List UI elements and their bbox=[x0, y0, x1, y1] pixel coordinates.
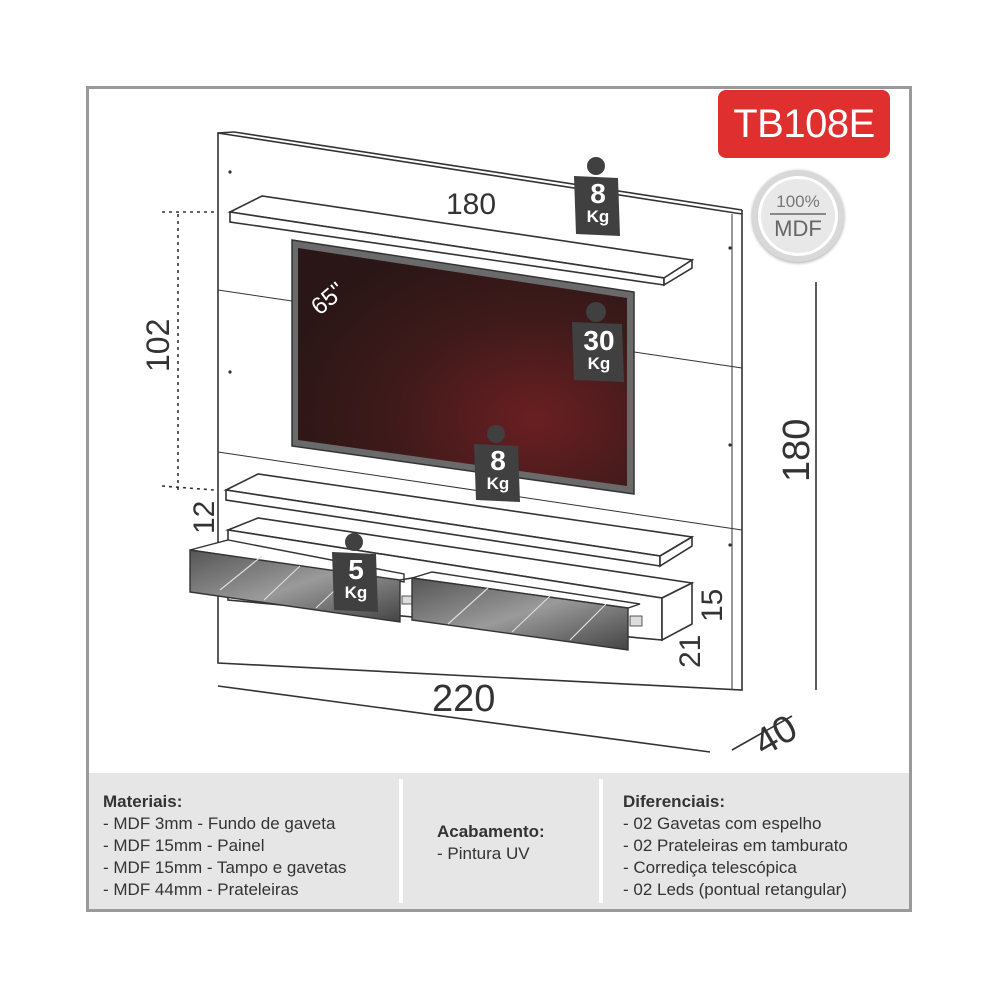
mdf-seal-percent: 100% bbox=[776, 191, 820, 211]
spec-finish: Acabamento: - Pintura UV bbox=[437, 821, 545, 957]
weight-unit: Kg bbox=[587, 354, 611, 373]
weight-value: 30 bbox=[583, 325, 615, 356]
spec-features-title: Diferenciais: bbox=[623, 792, 726, 811]
spec-divider bbox=[599, 779, 603, 903]
mdf-seal-inner: 100% MDF bbox=[758, 176, 838, 256]
dim-tv-height-gap: 102 bbox=[140, 318, 176, 372]
mdf-seal-material: MDF bbox=[774, 215, 822, 241]
spec-finish-title: Acabamento: bbox=[437, 822, 545, 841]
weight-tag-shapes bbox=[332, 157, 624, 612]
weight-unit: Kg bbox=[486, 474, 510, 493]
weight-tag-drawer: 5 Kg bbox=[334, 554, 378, 602]
weight-value: 8 bbox=[590, 178, 606, 209]
weight-value: 5 bbox=[348, 554, 364, 585]
right-drawer bbox=[411, 571, 643, 651]
dim-drawer-bottom: 21 bbox=[674, 634, 707, 668]
spec-materials-item: - MDF 15mm - Tampo e gavetas bbox=[103, 858, 347, 877]
spec-materials-item: - MDF 44mm - Prateleiras bbox=[103, 880, 299, 899]
middle-shelf bbox=[223, 473, 695, 568]
spec-features-item: - 02 Leds (pontual retangular) bbox=[623, 880, 847, 899]
spec-bar: Materiais: - MDF 3mm - Fundo de gaveta -… bbox=[89, 773, 909, 909]
spec-finish-item: - Pintura UV bbox=[437, 844, 530, 863]
spec-features: Diferenciais: - 02 Gavetas com espelho -… bbox=[623, 791, 848, 927]
dim-shelf-width: 180 bbox=[446, 188, 497, 221]
spec-features-item: - 02 Gavetas com espelho bbox=[623, 814, 822, 833]
dimension-lines bbox=[161, 211, 817, 753]
mdf-seal: 100% MDF bbox=[752, 170, 844, 262]
weight-tag-tv: 30 Kg bbox=[574, 325, 624, 373]
dim-drawer-height: 15 bbox=[696, 588, 729, 622]
weight-unit: Kg bbox=[586, 207, 610, 226]
product-code-badge: TB108E bbox=[718, 90, 890, 158]
dim-panel-height: 180 bbox=[776, 418, 818, 482]
tv bbox=[291, 239, 635, 495]
weight-unit: Kg bbox=[344, 583, 368, 602]
spec-materials-item: - MDF 3mm - Fundo de gaveta bbox=[103, 814, 336, 833]
spec-materials-item: - MDF 15mm - Painel bbox=[103, 836, 265, 855]
dim-total-width: 220 bbox=[432, 678, 496, 720]
weight-value: 8 bbox=[490, 445, 506, 476]
spec-features-item: - Corrediça telescópica bbox=[623, 858, 797, 877]
weight-tag-top-shelf: 8 Kg bbox=[576, 178, 620, 226]
spec-materials-title: Materiais: bbox=[103, 792, 183, 811]
spec-divider bbox=[399, 779, 403, 903]
weight-tag-middle-shelf: 8 Kg bbox=[476, 445, 520, 493]
spec-materials: Materiais: - MDF 3mm - Fundo de gaveta -… bbox=[103, 791, 346, 927]
mdf-seal-divider bbox=[770, 212, 826, 215]
dim-shelf-gap: 12 bbox=[188, 500, 221, 534]
top-shelf bbox=[227, 195, 695, 287]
spec-features-item: - 02 Prateleiras em tamburato bbox=[623, 836, 848, 855]
